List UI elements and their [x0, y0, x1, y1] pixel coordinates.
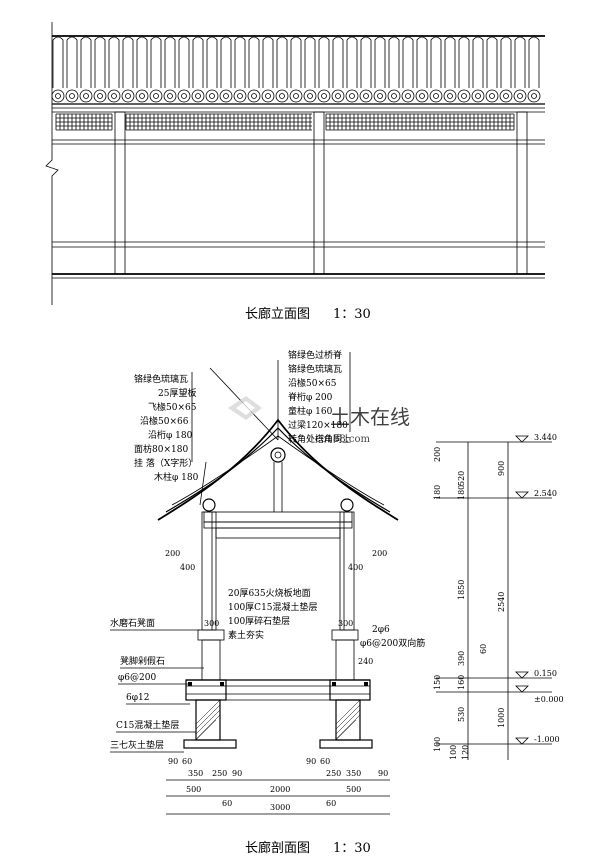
dim-350a: 350 [188, 769, 203, 778]
label-face-beam: 面枋80×180 [134, 443, 188, 455]
watermark: 土木在线 co188.com [228, 396, 410, 445]
vdim-2540: 2540 [497, 592, 506, 612]
dim-400-left: 400 [180, 563, 195, 572]
vdim-180b: 180 [457, 485, 466, 500]
section-floor-labels: 20厚635火烧板地面 100厚C15混凝土垫层 100厚碎石垫层 素土夯实 [228, 587, 318, 641]
label-rebar-left: φ6@200 [118, 673, 156, 683]
vdim-150: 150 [433, 675, 442, 690]
footing-hatch-left [195, 699, 221, 741]
label-lime-soil: 三七灰土垫层 [110, 739, 164, 751]
level-minus-1000: -1.000 [534, 735, 560, 744]
footing-hatch-right [335, 699, 361, 741]
section-scale: 1：30 [333, 841, 371, 856]
dim-200-right: 200 [372, 549, 387, 558]
label-eave-purlin: 沿桁φ 180 [148, 429, 193, 441]
level-0150: 0.150 [534, 669, 557, 678]
vdim-1000: 1000 [497, 708, 506, 728]
vdim-390: 390 [457, 651, 466, 666]
label-floor-concrete: 100厚C15混凝土垫层 [228, 601, 318, 613]
label-tile: 铬绿色琉璃瓦 [134, 373, 188, 385]
dim-350b: 350 [346, 769, 361, 778]
vdim-60: 60 [479, 644, 488, 654]
dim-400-right: 400 [348, 563, 363, 572]
dim-250b: 250 [326, 769, 341, 778]
section-view [157, 352, 399, 749]
section-side-labels: 水磨石凳面 凳脚剁假石 φ6@200 6φ12 C15混凝土垫层 三七灰土垫层 … [110, 617, 425, 753]
hanging-lattice [55, 113, 515, 131]
vdim-900: 900 [497, 461, 506, 476]
vdim-1850: 1850 [457, 580, 466, 600]
section-bottom-dims: 90 60 350 250 90 90 60 250 350 90 500 60… [166, 757, 390, 815]
label-floor-soil: 素土夯实 [228, 629, 264, 641]
label-corner-note: 转角处搭角同上 [288, 433, 351, 445]
vdim-160: 160 [457, 675, 466, 690]
level-2540: 2.540 [534, 489, 557, 498]
label-hanging-lattice: 挂 落（X字形） [134, 457, 197, 469]
section-title: 长廊剖面图 [245, 840, 310, 856]
dim-60a: 60 [182, 757, 192, 766]
dim-90b: 90 [232, 769, 242, 778]
watermark-text: 土木在线 [330, 405, 410, 429]
section-footings [183, 699, 373, 749]
section-right-labels: 铬绿色过桥脊 铬绿色琉璃瓦 沿椽50×65 脊桁φ 200 童柱φ 160 过梁… [288, 349, 351, 445]
label-rebar-right2: φ6@200双向筋 [360, 637, 425, 649]
label-floor-finish: 20厚635火烧板地面 [228, 587, 311, 599]
label-lintel: 过梁120×180 [288, 419, 348, 431]
dim-60b: 60 [320, 757, 330, 766]
dim-300-right: 300 [338, 619, 353, 628]
vdim-100b: 100 [449, 745, 458, 760]
watermark-url: co188.com [315, 434, 371, 445]
label-rebar-left2: 6φ12 [126, 693, 149, 703]
vdim-530: 530 [457, 707, 466, 722]
dim-90d: 90 [378, 769, 388, 778]
label-ridge: 铬绿色过桥脊 [288, 349, 342, 361]
dim-90c: 90 [306, 757, 316, 766]
label-roof-board: 25厚望板 [158, 387, 196, 399]
elevation-columns [114, 111, 528, 275]
label-flying-rafter: 飞椽50×65 [148, 401, 197, 413]
section-benches [197, 629, 359, 681]
dim-240: 240 [358, 657, 373, 666]
dim-90a: 90 [168, 757, 178, 766]
vdim-200: 200 [433, 447, 442, 462]
dim-300-left: 300 [204, 619, 219, 628]
dim-500a: 500 [186, 785, 201, 794]
label-concrete-pad: C15混凝土垫层 [116, 719, 179, 731]
label-stone-bench: 水磨石凳面 [110, 617, 155, 629]
vdim-180a: 180 [433, 485, 442, 500]
dim-60c: 60 [222, 799, 232, 808]
label-tile-right: 铬绿色琉璃瓦 [288, 363, 342, 375]
dim-500b: 500 [346, 785, 361, 794]
vdim-120: 120 [461, 745, 470, 760]
label-floor-gravel: 100厚碎石垫层 [228, 615, 290, 627]
label-king-post: 童柱φ 160 [288, 405, 333, 417]
label-bench-leg: 凳脚剁假石 [120, 656, 165, 667]
section-left-labels: 铬绿色琉璃瓦 25厚望板 飞椽50×65 沿椽50×66 沿桁φ 180 面枋8… [134, 373, 199, 483]
vdim-520: 520 [457, 471, 466, 486]
vdim-100a: 100 [433, 737, 442, 752]
level-3440: 3.440 [534, 433, 557, 442]
section-local-dims: 200 400 200 400 300 300 240 [165, 549, 387, 666]
section-level-markers: 3.440 2.540 0.150 ±0.000 -1.000 200 520 … [433, 433, 564, 760]
level-0000: ±0.000 [534, 695, 564, 704]
dim-200-left: 200 [165, 549, 180, 558]
dim-60d: 60 [326, 799, 336, 808]
dim-250a: 250 [212, 769, 227, 778]
label-rafter-right: 沿椽50×65 [288, 377, 337, 389]
elevation-view [45, 22, 545, 305]
dim-2000: 2000 [270, 785, 290, 794]
label-eave-rafter: 沿椽50×66 [140, 415, 189, 427]
label-ridge-purlin: 脊桁φ 200 [288, 391, 333, 403]
section-floor [185, 679, 371, 701]
label-rebar-right1: 2φ6 [372, 625, 390, 635]
label-wood-column: 木柱φ 180 [154, 471, 199, 483]
section-frame [201, 511, 355, 631]
dim-3000: 3000 [270, 803, 290, 812]
elevation-scale: 1：30 [333, 307, 371, 322]
elevation-title: 长廊立面图 [245, 306, 310, 322]
roof-tiles [51, 36, 541, 103]
